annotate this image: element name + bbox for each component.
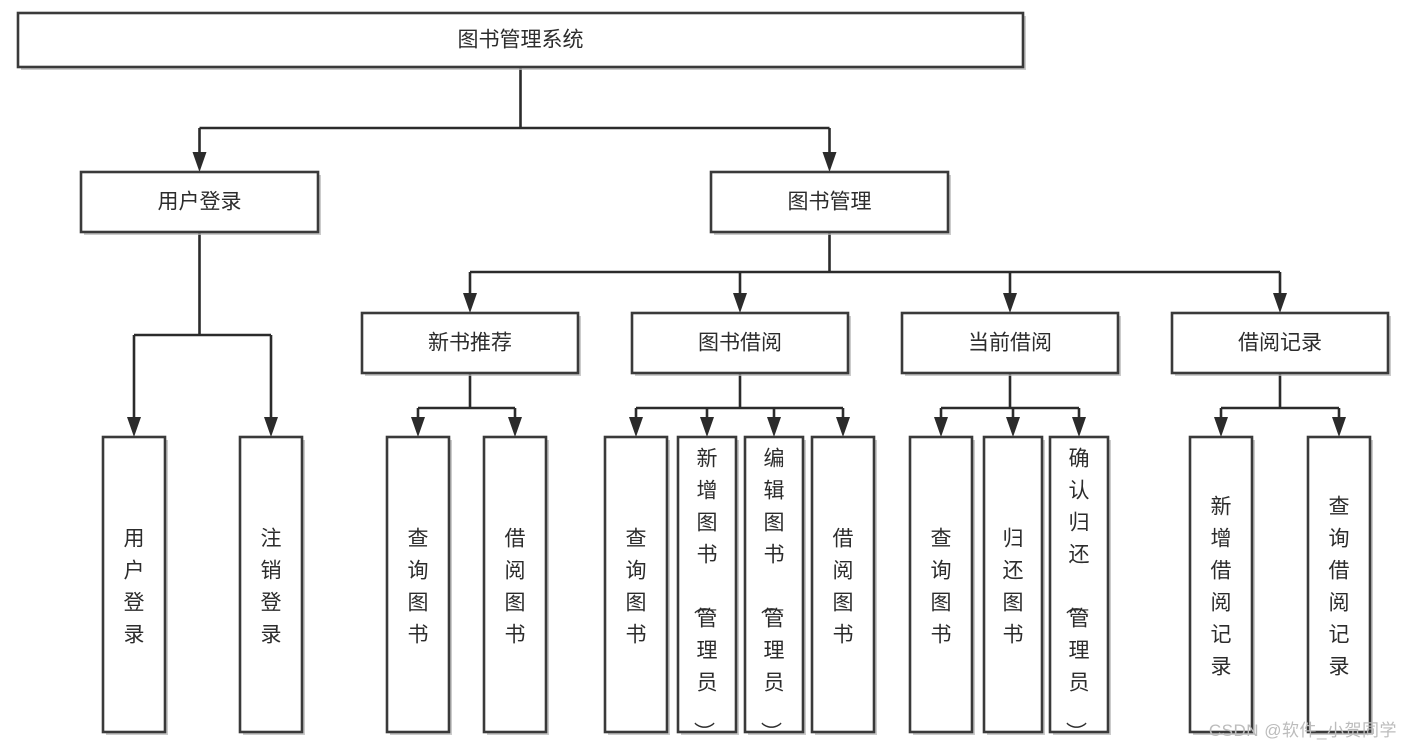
node-box[interactable] (982, 435, 1044, 734)
node-label: 图书管理 (788, 191, 872, 214)
node-label: 用户登录 (158, 191, 242, 214)
arrow-head-icon (1006, 417, 1020, 437)
node-box[interactable] (16, 11, 1025, 69)
node-logout[interactable]: 注销登录 (238, 435, 305, 735)
node-box[interactable] (1048, 435, 1110, 734)
node-box[interactable] (900, 311, 1120, 375)
node-current-borrow[interactable]: 当前借阅 (900, 311, 1121, 376)
node-box[interactable] (1170, 311, 1390, 375)
node-boxes-layer: 图书管理系统用户登录图书管理用户登录注销登录新书推荐图书借阅当前借阅借阅记录查询… (16, 11, 1391, 742)
arrow-head-icon (1273, 293, 1287, 313)
node-box[interactable] (630, 311, 850, 375)
node-label: 新增借阅记录 (1211, 495, 1232, 678)
node-add-book[interactable]: 新增图书（管理员） (676, 435, 739, 742)
node-box[interactable] (810, 435, 876, 734)
node-label: 注销登录 (261, 527, 282, 646)
node-box[interactable] (743, 435, 805, 734)
arrow-head-icon (508, 417, 522, 437)
arrow-head-icon (1214, 417, 1228, 437)
node-box[interactable] (908, 435, 974, 734)
node-edit-book[interactable]: 编辑图书（管理员） (743, 435, 806, 742)
node-label: 查询图书 (931, 527, 952, 646)
node-label: 查询图书 (408, 527, 429, 646)
node-label: 当前借阅 (968, 332, 1052, 355)
connector-lines-layer (127, 67, 1346, 437)
node-confirm-return[interactable]: 确认归还（管理员） (1048, 435, 1111, 742)
node-root-book-management-system[interactable]: 图书管理系统 (16, 11, 1026, 70)
arrow-head-icon (192, 152, 207, 172)
arrow-head-icon (629, 417, 643, 437)
arrow-head-icon (836, 417, 850, 437)
node-box[interactable] (482, 435, 548, 734)
node-query-borrow-record[interactable]: 查询借阅记录 (1306, 435, 1373, 735)
node-borrow-book-1[interactable]: 借阅图书 (482, 435, 549, 735)
node-box[interactable] (385, 435, 451, 734)
arrow-head-icon (264, 417, 278, 437)
node-label: 借阅记录 (1238, 332, 1322, 355)
node-book-manage[interactable]: 图书管理 (709, 170, 951, 235)
node-label: 新书推荐 (428, 332, 512, 355)
node-label: 查询图书 (626, 527, 647, 646)
node-new-book-rec[interactable]: 新书推荐 (360, 311, 581, 376)
node-query-book-3[interactable]: 查询图书 (908, 435, 975, 735)
node-box[interactable] (238, 435, 304, 734)
arrow-head-icon (767, 417, 781, 437)
node-box[interactable] (101, 435, 167, 734)
arrow-head-icon (1003, 293, 1017, 313)
arrow-head-icon (822, 152, 837, 172)
node-box[interactable] (709, 170, 950, 234)
node-label: 借阅图书 (833, 527, 854, 646)
arrow-head-icon (463, 293, 477, 313)
csdn-watermark: CSDN @软件_小贺同学 (1208, 721, 1397, 740)
node-label: 新增图书（管理员） (692, 447, 718, 742)
arrow-head-icon (700, 417, 714, 437)
node-label: 归还图书 (1003, 527, 1024, 646)
node-borrow-record[interactable]: 借阅记录 (1170, 311, 1391, 376)
node-label: 借阅图书 (505, 527, 526, 646)
arrow-head-icon (1072, 417, 1086, 437)
node-box[interactable] (603, 435, 669, 734)
node-box[interactable] (360, 311, 580, 375)
arrow-head-icon (934, 417, 948, 437)
node-box[interactable] (1306, 435, 1372, 734)
arrow-head-icon (127, 417, 141, 437)
node-borrow-book-2[interactable]: 借阅图书 (810, 435, 877, 735)
node-box[interactable] (676, 435, 738, 734)
node-add-borrow-record[interactable]: 新增借阅记录 (1188, 435, 1255, 735)
arrow-head-icon (733, 293, 747, 313)
node-return-book[interactable]: 归还图书 (982, 435, 1045, 735)
node-query-book-2[interactable]: 查询图书 (603, 435, 670, 735)
node-box[interactable] (1188, 435, 1254, 734)
node-label: 图书管理系统 (458, 29, 584, 52)
node-box[interactable] (79, 170, 320, 234)
node-query-book-1[interactable]: 查询图书 (385, 435, 452, 735)
arrow-head-icon (411, 417, 425, 437)
node-label: 查询借阅记录 (1329, 495, 1350, 678)
node-user-login[interactable]: 用户登录 (79, 170, 321, 235)
node-label: 确认归还（管理员） (1064, 447, 1090, 742)
arrow-head-icon (1332, 417, 1346, 437)
node-book-borrow[interactable]: 图书借阅 (630, 311, 851, 376)
node-label: 用户登录 (124, 527, 145, 646)
node-label: 图书借阅 (698, 332, 782, 355)
node-login[interactable]: 用户登录 (101, 435, 168, 735)
node-label: 编辑图书（管理员） (759, 447, 785, 742)
